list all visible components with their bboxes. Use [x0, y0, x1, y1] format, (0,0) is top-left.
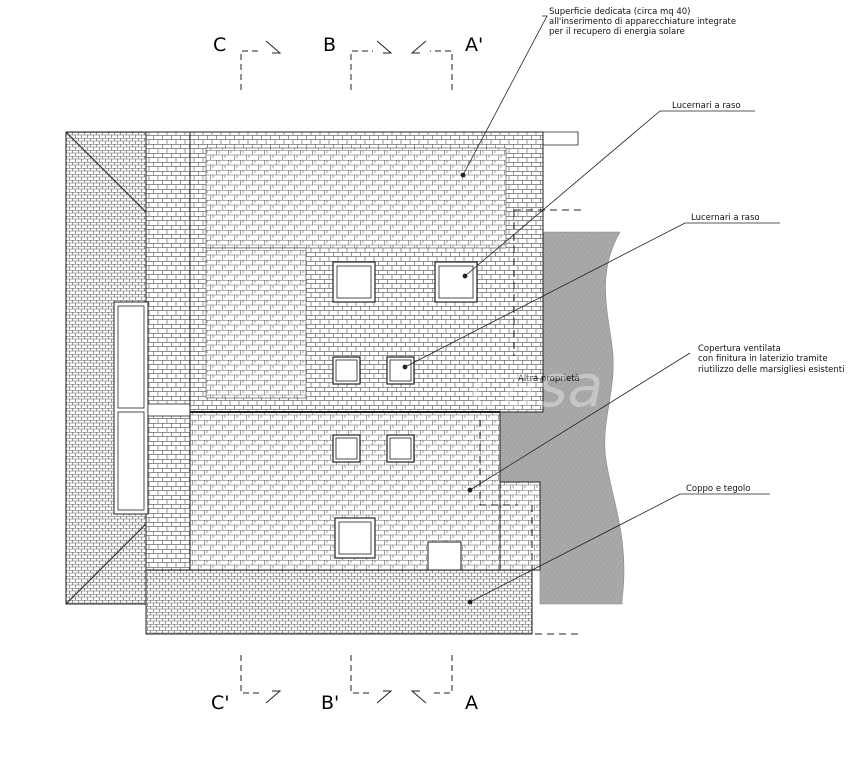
- section-label-a-bottom: A: [465, 692, 478, 714]
- annotation-ventilated-line3: riutilizzo delle marsigliesi esistenti: [698, 365, 844, 375]
- section-label-b-top: B: [323, 34, 336, 56]
- watermark-logo: casa: [470, 352, 603, 420]
- section-markers-top: [240, 40, 453, 90]
- section-label-a-top: A': [465, 34, 483, 56]
- label-other-property: Altra proprietà: [518, 374, 580, 384]
- lower-roof: [189, 411, 541, 571]
- annotation-ventilated-line1: Copertura ventilata: [698, 344, 781, 354]
- section-markers-bottom: [240, 655, 453, 704]
- annotation-solar-surface-line2: all'inserimento di apparecchiature integ…: [549, 17, 736, 27]
- solar-surface-area: [205, 147, 507, 249]
- annotation-solar-surface-line1: Superficie dedicata (circa mq 40): [549, 7, 690, 17]
- section-label-c-top: C: [213, 34, 226, 56]
- annotation-ventilated-line2: con finitura in laterizio tramite: [698, 354, 828, 364]
- coppo-tegolo-strip: [145, 569, 533, 635]
- upper-roof: [189, 131, 579, 413]
- left-hip-roof: [65, 131, 191, 605]
- annotation-solar-surface-line3: per il recupero di energia solare: [549, 27, 685, 37]
- section-label-c-bottom: C': [211, 692, 230, 714]
- annotation-coppo-tegolo: Coppo e tegolo: [686, 484, 750, 494]
- other-property-area: [499, 231, 625, 605]
- section-label-b-bottom: B': [321, 692, 339, 714]
- annotation-skylights-1: Lucernari a raso: [672, 101, 741, 111]
- annotation-skylights-2: Lucernari a raso: [691, 213, 760, 223]
- leader-lines: [402, 15, 780, 605]
